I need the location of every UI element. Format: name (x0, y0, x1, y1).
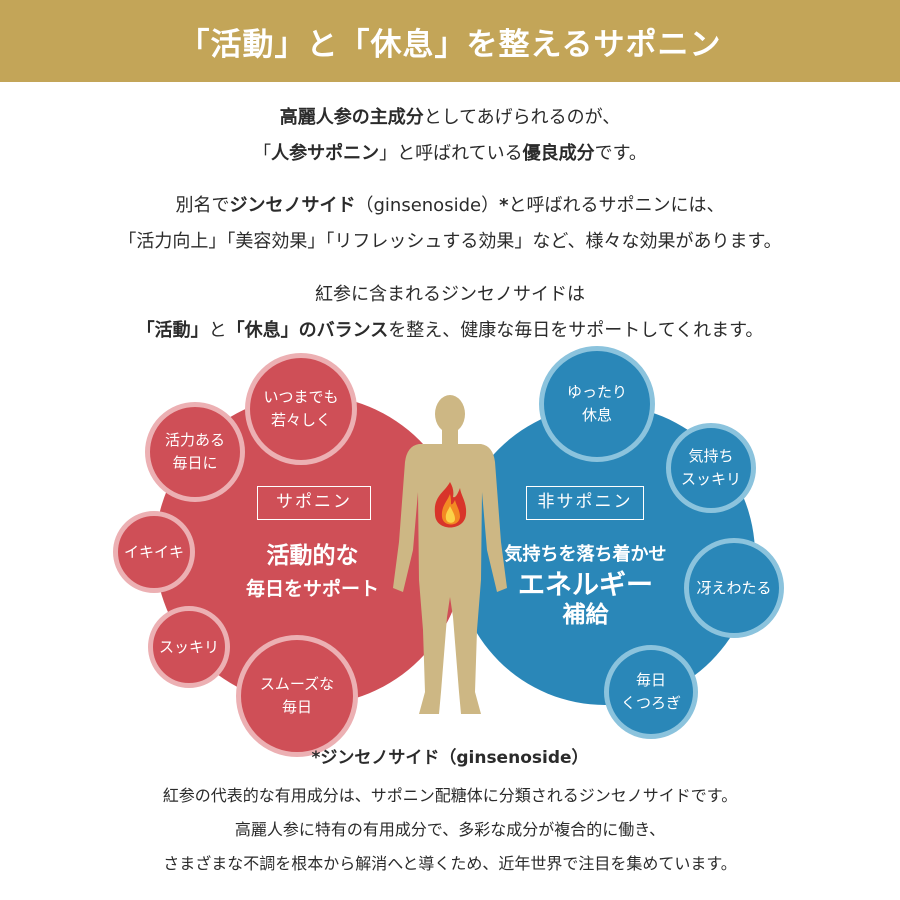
saponin-main-line-1: 活動的な (266, 543, 359, 569)
footnote-line-3: さまざまな不調を根本から解消へと導くため、近年世界で注目を集めています。 (163, 854, 737, 873)
bubble-label: 毎日 くつろぎ (620, 671, 681, 712)
intro-bold: * (499, 195, 509, 216)
intro-line-3: 別名でジンセノサイド（ginsenoside）*と呼ばれるサポニンには、 (0, 194, 900, 218)
intro-text: 紅参に含まれるジンセノサイドは (315, 284, 585, 305)
saponin-bubble-5: スムーズな 毎日 (236, 635, 358, 757)
footnote-line-1: 紅参の代表的な有用成分は、サポニン配糖体に分類されるジンセノサイドです。 (162, 786, 738, 805)
saponin-bubble-4: スッキリ (148, 606, 230, 688)
non-saponin-main-line-1: 気持ちを落ち着かせ (504, 544, 667, 565)
intro-bold: 優良成分 (522, 143, 595, 164)
non-saponin-bubble-4: 毎日 くつろぎ (604, 645, 698, 739)
intro-text: と (208, 320, 227, 341)
non-saponin-main-line-2: エネルギー (518, 570, 653, 601)
flame-icon (434, 482, 467, 528)
saponin-bubble-1: いつまでも 若々しく (245, 353, 357, 465)
saponin-tag: サポニン (257, 486, 371, 520)
intro-text: （ginsenoside） (355, 195, 500, 216)
intro-line-6: 「活動」と「休息」のバランスを整え、健康な毎日をサポートしてくれます。 (0, 319, 900, 343)
intro-text: 別名で (175, 195, 230, 216)
non-saponin-bubble-3: 冴えわたる (684, 538, 784, 638)
intro-bold: 高麗人参の主成分 (279, 107, 424, 128)
intro-line-5: 紅参に含まれるジンセノサイドは (0, 283, 900, 307)
non-saponin-tag: 非サポニン (526, 486, 644, 520)
intro-bold: 「休息」 (226, 320, 299, 341)
intro-text: を整え、健康な毎日をサポートしてくれます。 (388, 320, 764, 341)
bubble-label: スッキリ (158, 637, 219, 656)
intro-text: です。 (594, 143, 647, 164)
bubble-label: 気持ち スッキリ (680, 447, 741, 488)
bubble-label: ゆったり 休息 (566, 383, 627, 424)
intro-text: 」と呼ばれている (379, 143, 523, 164)
saponin-main-line-2: 毎日をサポート (245, 578, 379, 600)
bubble-label: イキイキ (123, 542, 184, 561)
human-body-icon (393, 395, 507, 714)
intro-line-4: 「活力向上」「美容効果」「リフレッシュする効果」など、様々な効果があります。 (0, 230, 900, 254)
bubble-label: いつまでも 若々しく (263, 388, 339, 429)
intro-text: 「活力向上」「美容効果」「リフレッシュする効果」など、様々な効果があります。 (118, 231, 782, 252)
header-banner: 「活動」と「休息」を整えるサポニン (0, 0, 900, 82)
non-saponin-bubble-2: 気持ち スッキリ (666, 423, 756, 513)
intro-bold: 「活動」 (136, 320, 209, 341)
intro-line-1: 高麗人参の主成分としてあげられるのが、 (0, 106, 900, 130)
intro-bold: 人参サポニン (271, 143, 380, 164)
saponin-bubble-2: 活力ある 毎日に (145, 402, 245, 502)
intro-text: としてあげられるのが、 (423, 107, 621, 128)
intro-text: 「 (253, 143, 272, 164)
non-saponin-bubble-1: ゆったり 休息 (539, 346, 655, 462)
footnote-title: *ジンセノサイド（ginsenoside） (311, 748, 589, 768)
intro-line-2: 「人参サポニン」と呼ばれている優良成分です。 (0, 142, 900, 166)
bubble-label: 活力ある 毎日に (164, 431, 225, 472)
page-title: 「活動」と「休息」を整えるサポニン (178, 26, 722, 63)
bubble-label: 冴えわたる (696, 578, 772, 597)
bubble-label: スムーズな 毎日 (259, 675, 335, 716)
footnote-line-2: 高麗人参に特有の有用成分で、多彩な成分が複合的に働き、 (234, 820, 666, 839)
non-saponin-main-line-3: 補給 (562, 602, 609, 628)
intro-text: と呼ばれるサポニンには、 (508, 195, 725, 216)
intro-bold: ジンセノサイド (229, 195, 356, 216)
saponin-bubble-3: イキイキ (113, 511, 195, 593)
intro-bold: のバランス (298, 320, 389, 341)
